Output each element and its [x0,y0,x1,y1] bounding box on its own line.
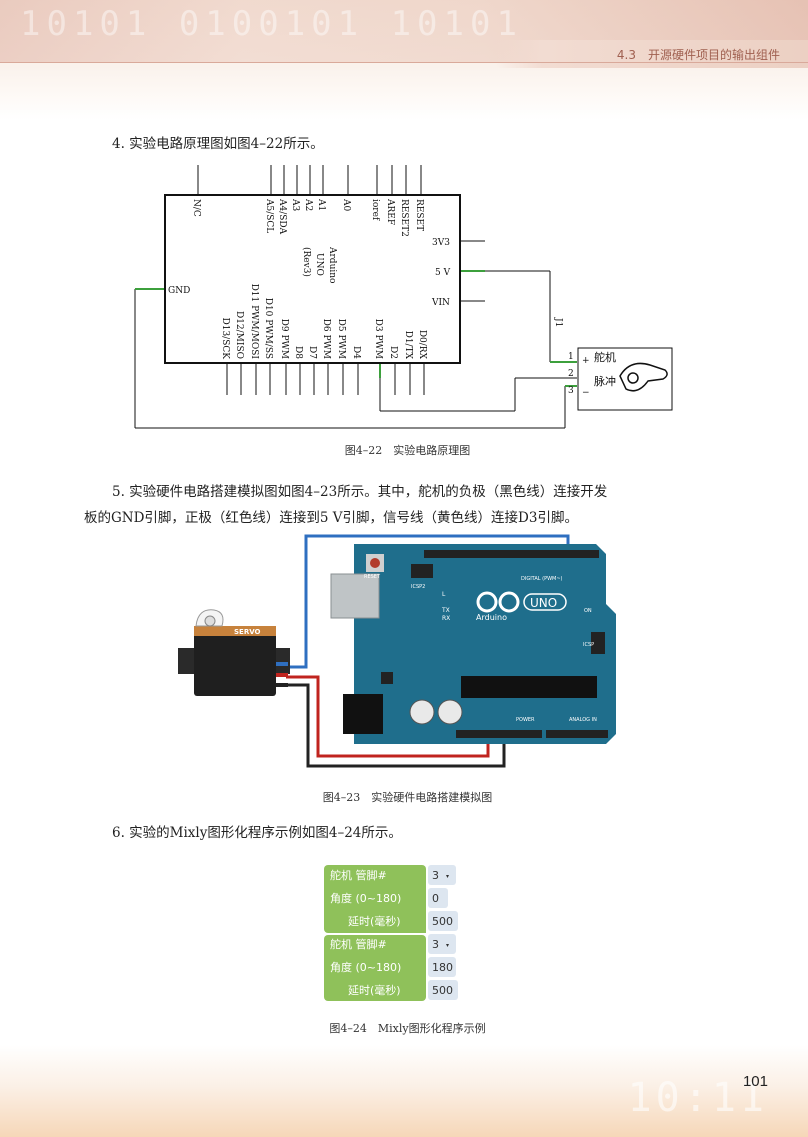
pin-label-d2: D2 [388,346,398,359]
power-label: POWER [516,717,535,723]
reset-label: RESET [364,574,381,580]
figure-4-24-caption: 图4–24 Mixly图形化程序示例 [329,1022,486,1035]
servo-label: SERVO [234,628,261,636]
figure-4-24-mixly-blocks: 舵机 管脚# 3 ▾ 角度 (0~180) 0 延时(毫秒) 500 舵机 管脚… [324,865,458,1001]
servo-label-pulse: 脉冲 [594,374,616,388]
header-divider [0,62,808,63]
power-wire [286,675,490,758]
l-label: L [442,591,446,598]
pin-label-d5: D5 PWM [336,319,346,359]
pin-label-d3: D3 PWM [373,319,383,359]
delay-value-2: 500 [432,984,453,997]
pin-label-aref: AREF [385,198,395,225]
pin-label-nc: N/C [191,199,201,217]
pin-dropdown-1[interactable] [428,865,456,885]
servo-pin-label-2: 舵机 管脚# [330,937,387,951]
figure-4-22-caption: 图4–22 实验电路原理图 [344,444,471,457]
pin-label-d1: D1/TX [403,331,413,360]
pin-label-a4: A4/SDA [277,198,287,235]
board-name: Arduino [327,246,337,283]
servo-pin-3: 3 [568,386,574,396]
delay-label-2: 延时(毫秒) [348,983,401,997]
delay-input-2[interactable] [428,980,458,1000]
angle-label-2: 角度 (0~180) [330,960,401,974]
pin-label-d4: D4 [351,346,361,359]
angle-label-1: 角度 (0~180) [330,891,401,905]
board-model: UNO [314,253,324,276]
section-title: 4.3 开源硬件项目的输出组件 [616,48,780,62]
pin-label-d10: D10 PWM/SS [263,298,273,359]
pin-label-d9: D9 PWM [279,319,289,359]
servo-minus: − [582,388,590,398]
pin-label-reset: RESET [414,199,424,231]
figure-4-23-caption: 图4–23 实验硬件电路搭建模拟图 [322,791,493,804]
pin-label-a5: A5/SCL [264,198,274,233]
icsp-label: ICSP [583,642,594,648]
servo-ref: J1 [553,317,563,327]
on-label: ON [584,608,592,614]
paragraph-step-5-line2: 板的GND引脚，正极（红色线）连接到5 V引脚，信号线（黄色线）连接D3引脚。 [84,510,578,526]
dropdown-arrow-icon: ▾ [446,873,449,880]
pin-label-a1: A1 [316,198,326,211]
pin-label-d13: D13/SCK [220,318,230,360]
servo-plus: + [582,356,590,366]
page-footer [0,1045,808,1137]
pin-label-d0: D0/RX [417,330,427,360]
paragraph-step-4: 4. 实验电路原理图如图4–22所示。 [112,136,324,152]
servo-label-steer: 舵机 [594,350,616,364]
pin-value-1: 3 [432,869,439,882]
digital-label: DIGITAL (PWM~) [521,576,563,582]
paragraph-step-6: 6. 实验的Mixly图形化程序示例如图4–24所示。 [112,825,402,841]
pin-label-d8: D8 [293,346,303,359]
arduino-board: RESET ICSP2 DIGITAL (PWM~) L TX RX UNO A… [330,544,616,744]
delay-input-1[interactable] [428,911,458,931]
angle-input-2[interactable] [428,957,456,977]
pin-value-2: 3 [432,938,439,951]
figure-4-22-schematic: N/C A5/SCL A4/SDA A3 A2 A1 A0 ioref AREF… [134,165,673,429]
servo-block-2[interactable] [324,935,426,1001]
servo-pin-2: 2 [568,369,574,379]
analog-label: ANALOG IN [569,717,597,723]
pin-label-3v3: 3V3 [432,238,450,248]
servo-motor-icon: SERVO [178,609,290,696]
angle-value-2: 180 [432,961,453,974]
header-tab [496,40,808,68]
tx-label: TX [441,607,450,614]
angle-input-1[interactable] [428,888,448,908]
uno-label: UNO [530,596,557,610]
pin-label-vin: VIN [431,298,450,308]
pin-label-d6: D6 PWM [321,319,331,359]
ground-wire [286,683,506,768]
servo-horn-icon [619,362,668,392]
dropdown-arrow-icon: ▾ [446,942,449,949]
delay-value-1: 500 [432,915,453,928]
signal-wire [286,534,570,669]
servo-pin-label-1: 舵机 管脚# [330,868,387,882]
pin-label-gnd: GND [168,286,190,296]
figure-4-23-hardware: SERVO RESET ICSP2 DIGITAL (PWM~) L TX RX… [178,534,616,768]
arduino-logo-icon [476,591,520,613]
pin-label-a2: A2 [303,198,313,211]
pin-label-d7: D7 [307,346,317,359]
pin-label-a0: A0 [341,198,351,211]
pin-dropdown-2[interactable] [428,934,456,954]
paragraph-step-5-line1: 5. 实验硬件电路搭建模拟图如图4–23所示。其中，舵机的负极（黑色线）连接开发 [112,484,608,500]
pin-label-ioref: ioref [370,199,380,221]
footer-decoration: 10:11 [627,1075,768,1121]
icsp2-label: ICSP2 [411,584,425,590]
rx-label: RX [442,615,450,622]
pin-label-5v: 5 V [435,268,451,278]
header-decoration: 10101 0100101 10101 [20,4,523,44]
angle-value-1: 0 [432,892,439,905]
pin-label-d11: D11 PWM/MOSI [249,284,259,360]
arduino-label: Arduino [476,613,507,622]
board-rev: (Rev3) [301,247,312,277]
pin-label-a3: A3 [290,198,300,211]
delay-label-1: 延时(毫秒) [348,914,401,928]
pin-label-d12: D12/MISO [234,311,244,359]
pin-label-reset2: RESET2 [399,199,409,237]
servo-pin-1: 1 [568,352,574,362]
page-number: 101 [742,1073,768,1090]
